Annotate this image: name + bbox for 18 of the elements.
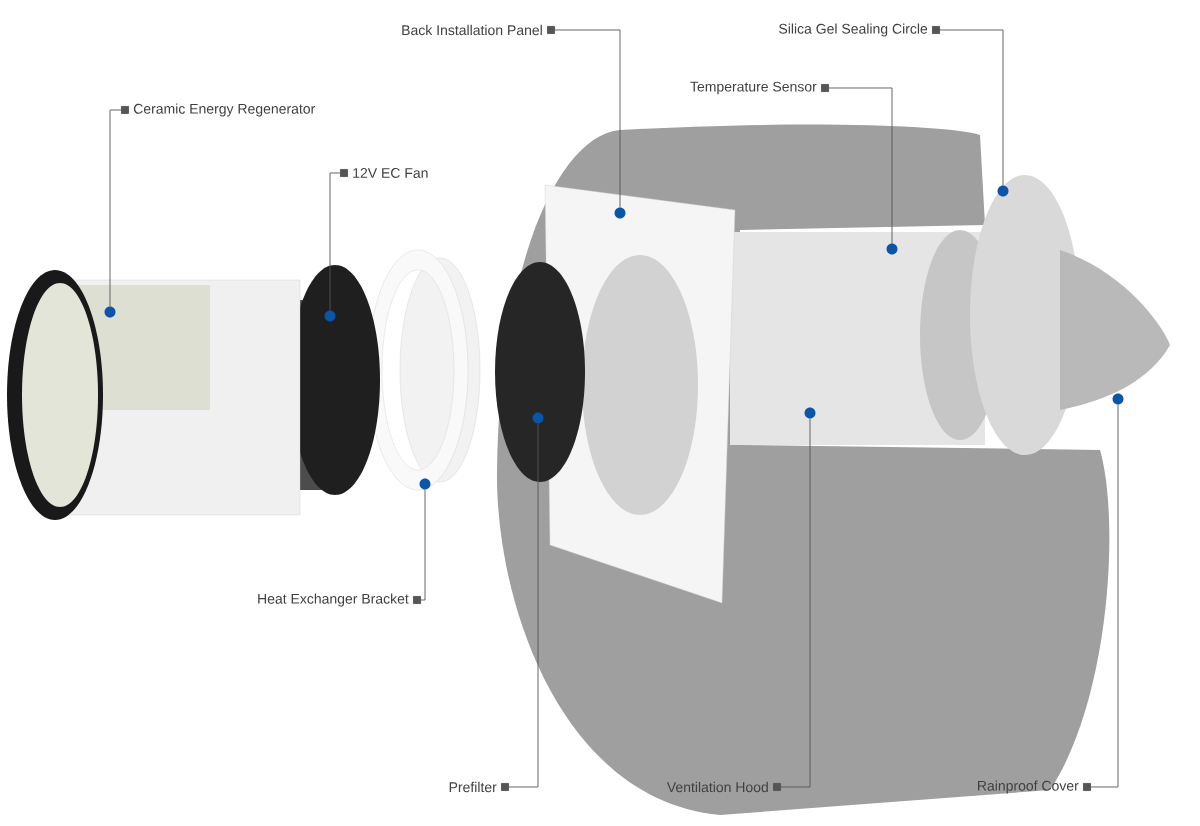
leader-line <box>1083 404 1119 791</box>
leader-line <box>773 418 811 791</box>
leader-line <box>413 489 426 604</box>
leader-line <box>932 26 1004 186</box>
leader-line <box>821 84 893 244</box>
part-label: Heat Exchanger Bracket <box>258 593 409 607</box>
leader-line <box>547 26 621 208</box>
part-label: Back Installation Panel <box>402 24 542 36</box>
part-label: Ventilation Hood <box>666 781 768 793</box>
part-label: Silica Gel Sealing Circle <box>779 23 928 37</box>
leader-line <box>501 423 539 791</box>
part-label: Ceramic Energy Regenerator <box>133 103 315 117</box>
leader-line <box>109 106 129 307</box>
part-label: Prefilter <box>449 781 497 793</box>
leader-line <box>329 169 348 311</box>
part-label: Rainproof Cover <box>978 780 1079 794</box>
part-label: 12V EC Fan <box>353 168 428 178</box>
part-label: Temperature Sensor <box>690 81 817 95</box>
